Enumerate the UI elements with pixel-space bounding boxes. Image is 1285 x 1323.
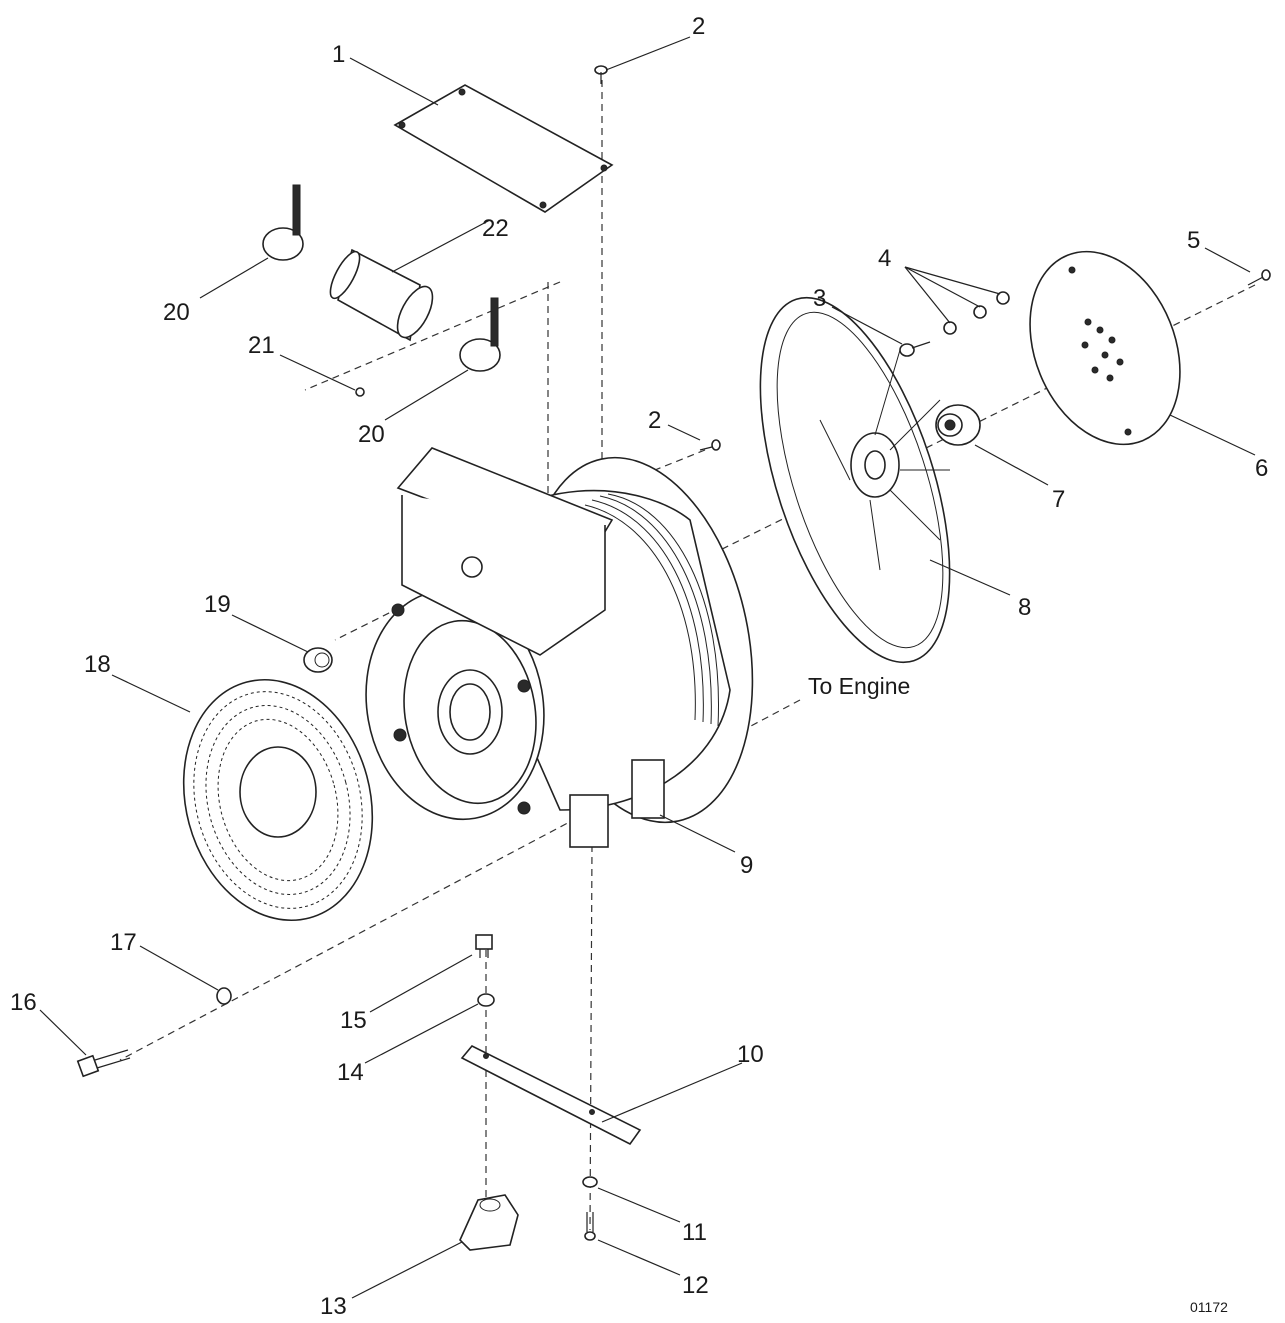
callout-1: 1 [332, 41, 345, 68]
callout-8: 8 [1018, 594, 1031, 621]
drive-disc-part [1029, 250, 1181, 446]
end-grille-part [182, 678, 374, 922]
screw-part-21 [355, 387, 365, 397]
callout-11: 11 [682, 1219, 707, 1246]
leader-lines [39, 36, 1256, 1299]
callout-21: 21 [248, 332, 275, 359]
screw-part-5 [1247, 269, 1271, 286]
callout-4: 4 [878, 245, 891, 272]
washer-parts-4 [943, 291, 1010, 335]
clamp-part-left [262, 184, 304, 261]
callout-20-left: 20 [163, 299, 190, 326]
callout-3: 3 [813, 285, 826, 312]
callout-5: 5 [1187, 227, 1200, 254]
washer-part-17 [216, 987, 232, 1005]
callout-14: 14 [337, 1059, 364, 1086]
callout-19: 19 [204, 591, 231, 618]
callout-7: 7 [1052, 486, 1065, 513]
callout-6: 6 [1255, 455, 1268, 482]
screw-part-12 [584, 1212, 596, 1241]
to-engine-note: To Engine [808, 673, 910, 699]
fan-part [759, 296, 951, 664]
callout-2-mid: 2 [648, 407, 661, 434]
drive-disc-holes [1068, 266, 1132, 436]
callout-15: 15 [340, 1007, 367, 1034]
callout-16: 16 [10, 989, 37, 1016]
washer-part-14 [477, 993, 495, 1007]
callout-12: 12 [682, 1272, 709, 1299]
hub-part [935, 404, 981, 446]
callout-20-right: 20 [358, 421, 385, 448]
callout-9: 9 [740, 852, 753, 879]
isolator-mount-part [459, 1194, 519, 1251]
bolt-part-16 [76, 1049, 131, 1078]
callout-13: 13 [320, 1293, 347, 1320]
generator-housing-part [365, 447, 754, 848]
callout-10: 10 [737, 1041, 764, 1068]
bolt-part-15 [475, 934, 493, 958]
callout-22: 22 [482, 215, 509, 242]
callout-labels: 1 2 22 20 21 20 2 3 4 5 6 7 8 9 19 18 17… [10, 13, 1268, 1320]
callout-18: 18 [84, 651, 111, 678]
plug-part [303, 647, 333, 673]
clamp-part-right [459, 297, 501, 372]
washer-part-11 [582, 1176, 598, 1188]
screw-part-top [594, 65, 608, 84]
mounting-bar-part [460, 1045, 642, 1146]
bolt-part-3 [899, 341, 931, 357]
callout-17: 17 [110, 929, 137, 956]
callout-2-top: 2 [692, 13, 705, 40]
cover-plate-part [393, 84, 614, 213]
stator-ribs [584, 493, 720, 727]
screw-part-mid [699, 439, 721, 451]
capacitor-part [329, 248, 434, 342]
figure-id: 01172 [1190, 1299, 1228, 1315]
